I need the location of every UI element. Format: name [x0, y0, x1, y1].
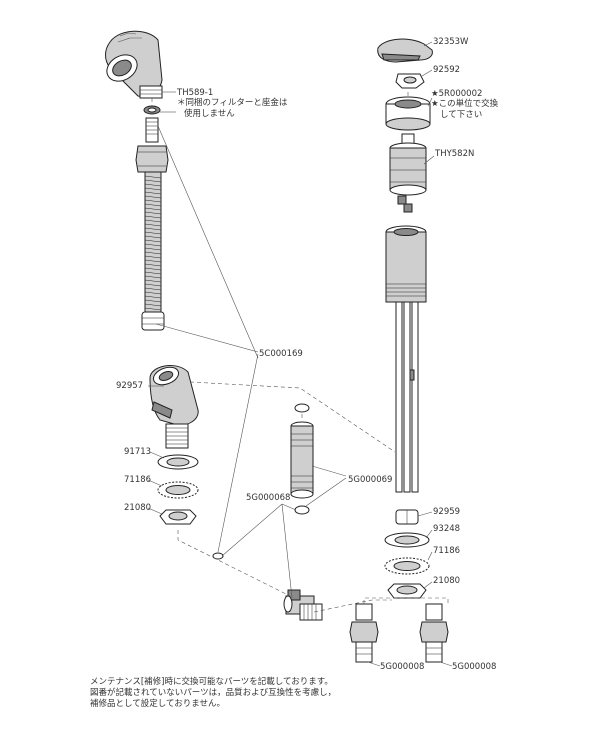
- footer-line-1: メンテナンス[補修]時に交換可能なパーツを記載しております。: [90, 677, 333, 687]
- label-cartridge: THY582N: [434, 149, 474, 159]
- faucet-body: [385, 225, 427, 493]
- label-set-note-1: ★この単位で交換: [431, 98, 499, 109]
- tee-fitting: [283, 589, 323, 621]
- label-cap: 92592: [433, 65, 460, 75]
- washer-93248: [384, 532, 430, 548]
- label-fitting-b2: 5G000008: [452, 662, 496, 672]
- label-washer-a: 91713: [124, 447, 151, 457]
- label-shower-note-1: ＊同梱のフィルターと座金は: [177, 97, 288, 108]
- cap-92592: [395, 73, 425, 89]
- small-fittings-pair: [397, 195, 413, 213]
- pipe-5G000069: [290, 421, 314, 499]
- lever-handle: [377, 38, 433, 63]
- label-hose: 5C000169: [259, 349, 303, 359]
- label-washer-b: 93248: [433, 524, 460, 534]
- part-labels: TH589-1 ＊同梱のフィルターと座金は 使用しません 5C000169 92…: [116, 37, 499, 672]
- hose-holder: [149, 364, 199, 449]
- nut-21080-right: [387, 583, 427, 599]
- leader-lines: [147, 41, 453, 667]
- shower-head: [105, 30, 163, 99]
- label-shower-head: TH589-1: [176, 88, 213, 98]
- label-cartridge-set: ★5R000002: [431, 89, 482, 99]
- label-pipe: 5G000069: [348, 475, 392, 485]
- nut-21080-left: [159, 509, 197, 525]
- lock-washer-71186-right: [384, 557, 430, 575]
- label-nut-b: 21080: [433, 576, 460, 586]
- cartridge-cover-5R000002: [385, 96, 431, 131]
- label-holder: 92957: [116, 381, 143, 391]
- footer-note: メンテナンス[補修]時に交換可能なパーツを記載しております。 図番が記載されてい…: [90, 677, 390, 710]
- shower-head-washer: [143, 105, 161, 115]
- label-nut-a: 21080: [124, 503, 151, 513]
- label-set-note-2: して下さい: [440, 110, 482, 120]
- label-fitting-a: 5G000068: [246, 493, 290, 503]
- pipe-o-ring-bottom: [294, 505, 310, 515]
- hose-upper-fitting: [135, 117, 169, 173]
- cartridge-THY582N: [389, 133, 427, 196]
- footer-line-2: 図番が記載されていないパーツは，品質および互換性を考慮し，: [90, 688, 337, 698]
- washer-91713: [157, 454, 199, 470]
- label-shower-note-2: 使用しません: [184, 108, 235, 119]
- spacer-92959: [395, 509, 419, 525]
- supply-fitting-right: [419, 603, 449, 663]
- supply-fitting-left: [349, 603, 379, 663]
- label-fitting-b1: 5G000008: [380, 662, 424, 672]
- lock-washer-71186-left: [157, 481, 199, 499]
- hose-body: [141, 171, 165, 331]
- footer-line-3: 補修品として設定しておりません。: [90, 699, 225, 709]
- label-spacer: 92959: [433, 507, 460, 517]
- label-lock-washer-b: 71186: [433, 546, 460, 556]
- o-ring-small-left: [212, 552, 224, 560]
- label-handle: 32353W: [433, 37, 469, 47]
- pipe-o-ring-top: [294, 403, 310, 413]
- label-lock-washer-a: 71186: [124, 475, 151, 485]
